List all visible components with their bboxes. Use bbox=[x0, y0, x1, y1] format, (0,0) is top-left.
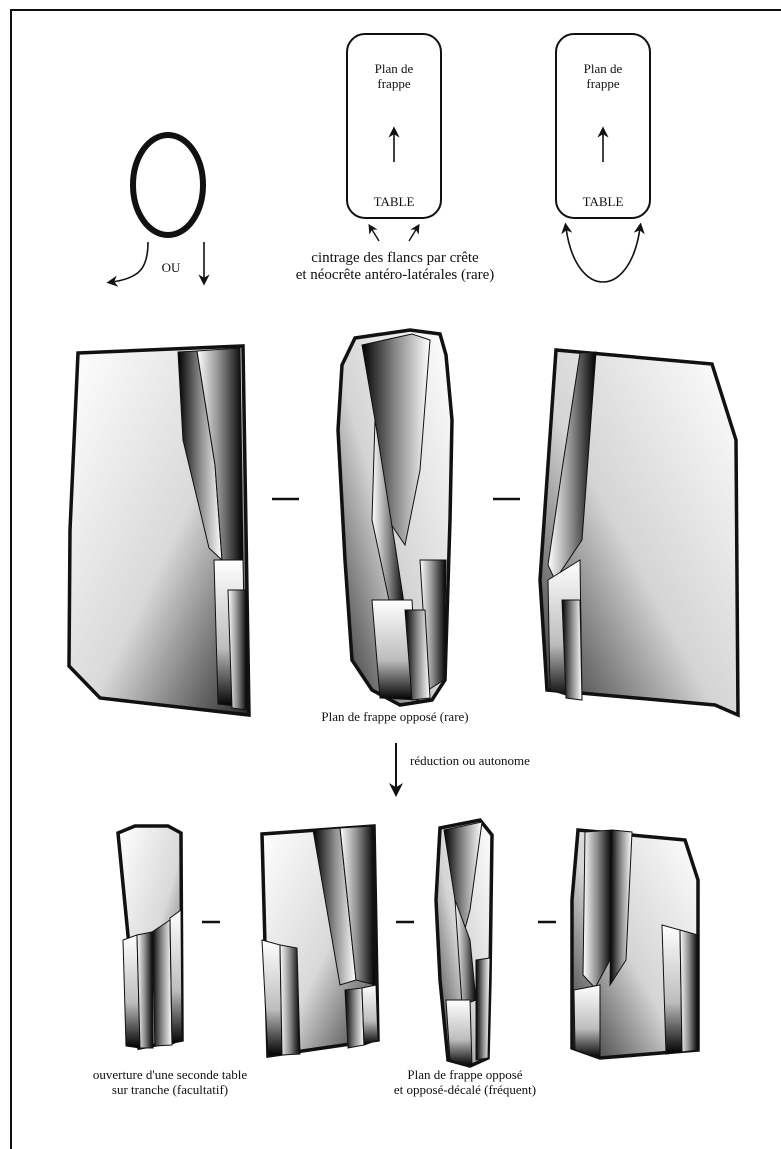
scheme1-title: Plan de frappe bbox=[347, 62, 441, 92]
core-top-right bbox=[540, 350, 738, 715]
scheme1-table-label: TABLE bbox=[347, 195, 441, 210]
core-top-left bbox=[69, 346, 249, 715]
core-top-center bbox=[338, 330, 452, 705]
core-bottom-3 bbox=[436, 820, 492, 1066]
core-section-ellipse bbox=[133, 135, 203, 235]
scheme2-table-label: TABLE bbox=[556, 195, 650, 210]
flank-arrow-right-1 bbox=[409, 228, 417, 241]
transition-label: réduction ou autonome bbox=[410, 754, 610, 769]
or-label: OU bbox=[146, 261, 196, 276]
core-bottom-1 bbox=[118, 826, 182, 1048]
rotation-scheme bbox=[112, 135, 204, 282]
rotation-arrow bbox=[112, 242, 148, 282]
top-row-caption: Plan de frappe opposé (rare) bbox=[270, 710, 520, 725]
cintrage-caption: cintrage des flancs par crête et néocrêt… bbox=[250, 250, 540, 285]
bottom-caption-left: ouverture d'une seconde table sur tranch… bbox=[40, 1068, 300, 1098]
scheme2-title: Plan de frappe bbox=[556, 62, 650, 92]
curved-double-arrow bbox=[566, 228, 640, 282]
core-bottom-2 bbox=[262, 826, 378, 1056]
core-bottom-4 bbox=[572, 830, 698, 1058]
flank-arrow-left-1 bbox=[371, 228, 379, 241]
bottom-caption-right: Plan de frappe opposé et opposé-décalé (… bbox=[355, 1068, 575, 1098]
